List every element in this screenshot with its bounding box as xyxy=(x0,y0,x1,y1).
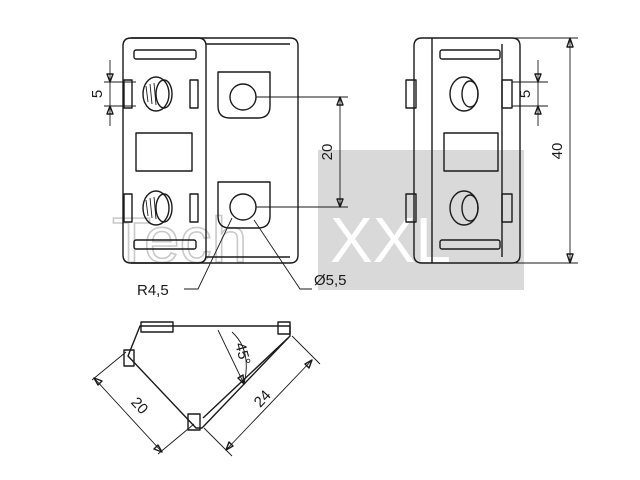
dim-radius-label: R4,5 xyxy=(137,282,169,299)
side-tab-bottom-right xyxy=(501,193,513,223)
top-slot xyxy=(133,49,197,60)
side-bottom-slot xyxy=(439,239,501,250)
dim-radius: R4,5 xyxy=(137,217,233,299)
dim-hole-spacing: 20 xyxy=(256,96,348,208)
dim-diameter-label: Ø5,5 xyxy=(314,272,347,289)
stud-top xyxy=(142,76,173,112)
side-center-window xyxy=(443,132,499,172)
dim-slot-width: 5 xyxy=(89,60,136,126)
side-tab-top-left xyxy=(123,79,133,109)
dim-right-slot-width-label: 5 xyxy=(517,90,534,98)
bottom-slot xyxy=(133,239,197,250)
dim-diagonal-label: 24 xyxy=(251,387,275,411)
dim-diameter: Ø5,5 xyxy=(253,219,347,290)
side-view: 5 40 xyxy=(405,37,578,264)
watermark-panel xyxy=(318,150,524,290)
side-stud-top xyxy=(449,76,479,112)
side-tab-bottom-right xyxy=(189,193,199,223)
side-view-outline xyxy=(413,37,521,264)
side-stud-bottom xyxy=(449,190,479,226)
dim-angle: 45° xyxy=(217,329,253,385)
top-view-peg-bottom xyxy=(187,413,201,431)
side-top-slot xyxy=(439,49,501,60)
front-view-outline xyxy=(122,37,299,264)
hole-top xyxy=(217,71,271,119)
front-view-left-part xyxy=(131,37,207,264)
side-tab-top-right xyxy=(501,79,513,109)
dim-diagonal: 24 xyxy=(203,335,321,457)
dim-height-label: 40 xyxy=(549,143,566,160)
dim-hole-spacing-label: 20 xyxy=(319,144,336,161)
dim-height: 40 xyxy=(514,37,578,264)
dim-slot-width-label: 5 xyxy=(89,90,106,98)
front-view: 5 20 R4,5 Ø5,5 xyxy=(89,37,348,299)
dim-angle-label: 45° xyxy=(231,341,253,367)
top-view-peg-left xyxy=(123,349,135,367)
dim-side-length: 20 xyxy=(91,351,195,455)
side-tab-top-right xyxy=(189,79,199,109)
center-window xyxy=(135,132,193,172)
side-tab-bottom-left xyxy=(405,193,417,223)
top-view: 45° 20 24 xyxy=(91,321,321,457)
dim-right-slot-width: 5 xyxy=(512,60,548,126)
dim-side-length-label: 20 xyxy=(127,394,151,418)
side-tab-bottom-left xyxy=(123,193,133,223)
stud-bottom xyxy=(142,190,173,226)
side-tab-top-left xyxy=(405,79,417,109)
watermark-right-text: XXL xyxy=(330,204,451,276)
top-view-tab-right xyxy=(277,321,291,335)
top-view-tab-left xyxy=(140,321,174,333)
